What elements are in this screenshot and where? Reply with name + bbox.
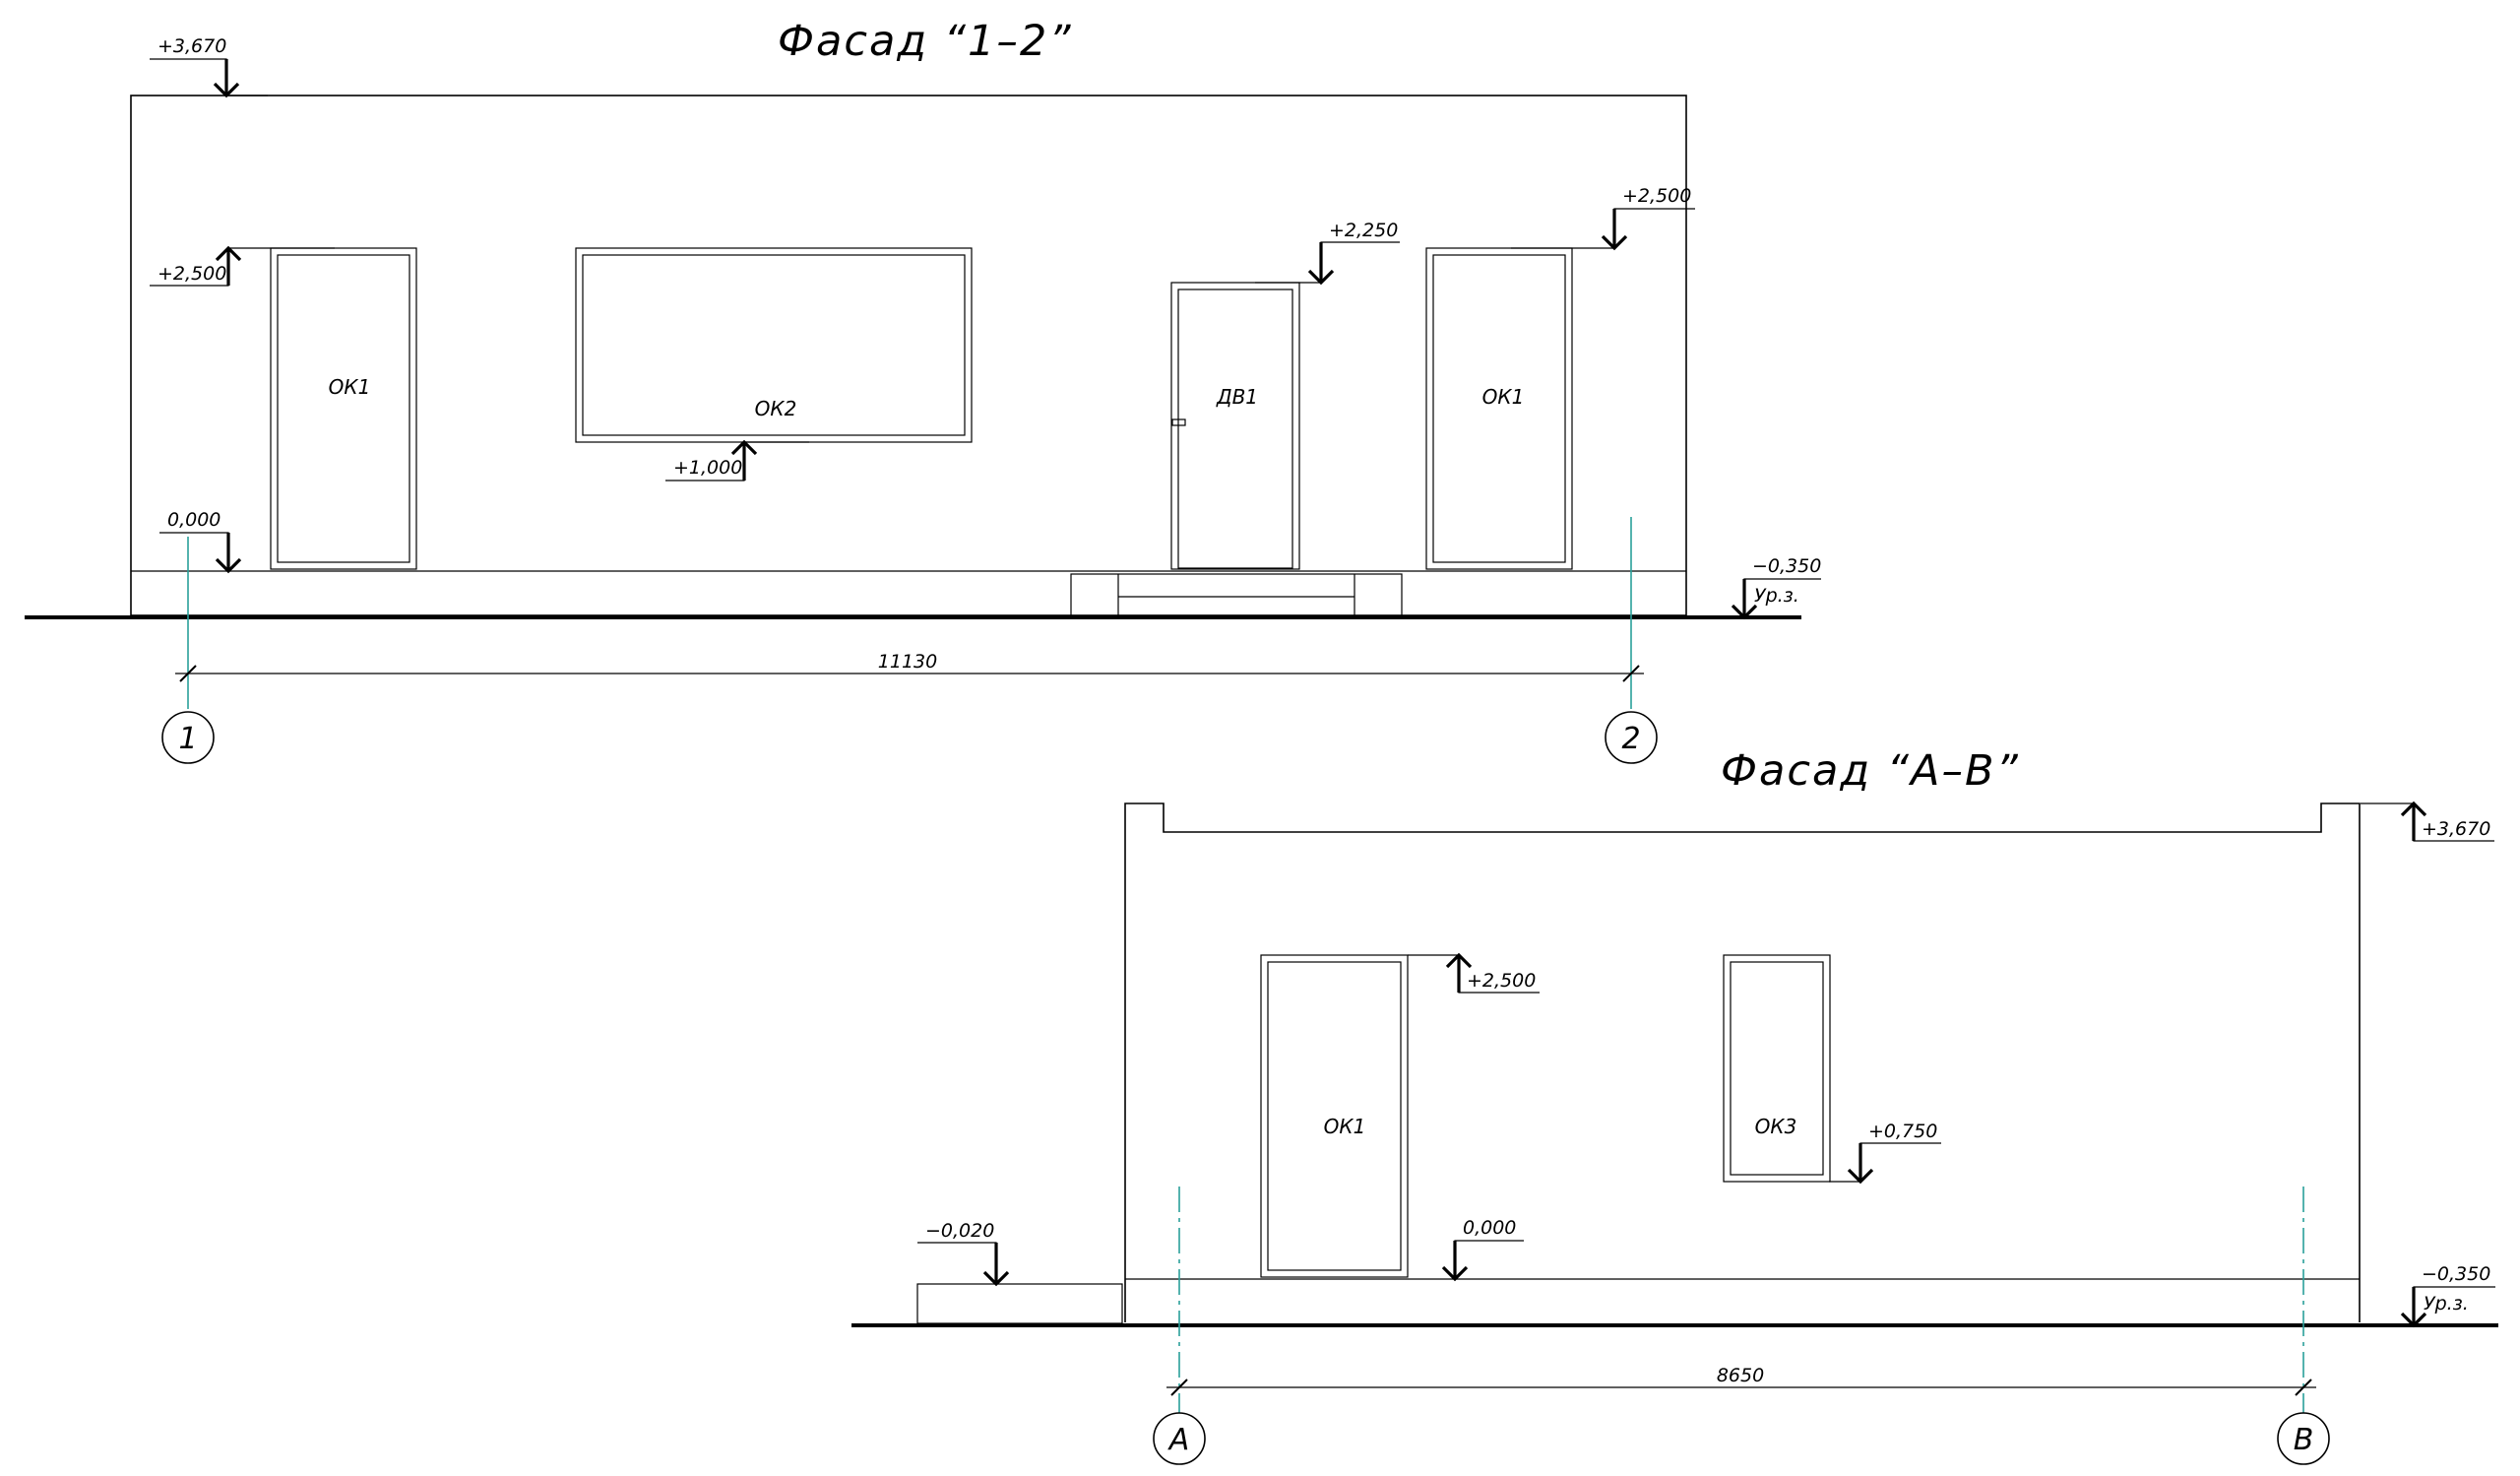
facade-a-v-window-ok3: ОК3 bbox=[1723, 954, 1831, 1183]
svg-text:В: В bbox=[2294, 1423, 2314, 1457]
facade-a-v: Фасад “А–В” ОК1 ОК3 +3,670 bbox=[851, 746, 2498, 1465]
svg-text:+3,670: +3,670 bbox=[158, 35, 226, 57]
facade-1-2-window-ok2: ОК2 bbox=[575, 247, 973, 443]
level-mark-floor: 0,000 bbox=[159, 509, 242, 574]
svg-text:0,000: 0,000 bbox=[1463, 1217, 1516, 1239]
facade-a-v-dimension: 8650 bbox=[1166, 1365, 2316, 1396]
facade-1-2-entrance-steps bbox=[1070, 573, 1403, 618]
axis-marker-1: 1 bbox=[161, 711, 215, 764]
facade-a-v-wall-outline bbox=[1124, 802, 2361, 1322]
svg-text:1: 1 bbox=[178, 722, 197, 756]
svg-text:2: 2 bbox=[1621, 722, 1640, 756]
svg-text:11130: 11130 bbox=[878, 651, 937, 673]
svg-text:+2,500: +2,500 bbox=[1622, 185, 1691, 207]
level-mark-step-av: −0,020 bbox=[917, 1220, 1010, 1287]
dv1-label: ДВ1 bbox=[1216, 385, 1258, 409]
svg-text:+2,500: +2,500 bbox=[158, 263, 226, 285]
facade-1-2-window-ok1-left: ОК1 bbox=[270, 247, 417, 570]
svg-text:+3,670: +3,670 bbox=[2422, 818, 2490, 840]
svg-text:Ур.з.: Ур.з. bbox=[2424, 1293, 2469, 1315]
axis-marker-a: А bbox=[1153, 1412, 1206, 1465]
level-mark-ground-av: −0,350 Ур.з. bbox=[2400, 1263, 2495, 1328]
svg-text:А: А bbox=[1167, 1423, 1190, 1457]
svg-text:−0,020: −0,020 bbox=[925, 1220, 994, 1242]
svg-text:ОК3: ОК3 bbox=[1755, 1115, 1797, 1138]
svg-text:−0,350: −0,350 bbox=[1752, 555, 1821, 577]
svg-text:0,000: 0,000 bbox=[167, 509, 220, 531]
facade-1-2-wall-outline bbox=[130, 95, 1687, 616]
level-mark-window-sill-av: +0,750 bbox=[1829, 1121, 1941, 1185]
svg-text:+1,000: +1,000 bbox=[673, 457, 742, 479]
level-mark-window-top: +2,500 bbox=[150, 245, 335, 287]
level-mark-window-top-av: +2,500 bbox=[1408, 952, 1540, 994]
level-mark-floor-av: 0,000 bbox=[1441, 1217, 1524, 1282]
facade-1-2: Фасад “1–2” ОК1 ОК2 ДВ1 ОК1 bbox=[25, 17, 1821, 764]
svg-text:+0,750: +0,750 bbox=[1868, 1121, 1937, 1142]
level-mark-window-top-right: +2,500 bbox=[1511, 185, 1695, 251]
facade-a-v-title: Фасад “А–В” bbox=[1721, 746, 2020, 796]
level-mark-top: +3,670 bbox=[150, 35, 268, 98]
axis-marker-v: В bbox=[2277, 1412, 2330, 1465]
facade-1-2-door-dv1: ДВ1 bbox=[1170, 282, 1300, 570]
facade-1-2-title: Фасад “1–2” bbox=[778, 17, 1073, 66]
level-mark-ground: −0,350 Ур.з. bbox=[1731, 555, 1821, 620]
level-mark-door-top: +2,250 bbox=[1255, 220, 1400, 286]
axis-marker-2: 2 bbox=[1605, 711, 1658, 764]
facade-1-2-dimension: 11130 bbox=[175, 651, 1644, 682]
level-mark-window-sill: +1,000 bbox=[665, 439, 809, 481]
svg-text:8650: 8650 bbox=[1717, 1365, 1764, 1386]
svg-text:+2,500: +2,500 bbox=[1467, 970, 1536, 992]
ok1-right-label: ОК1 bbox=[1482, 385, 1525, 409]
ok1-left-label: ОК1 bbox=[329, 375, 371, 399]
facade-a-v-entrance-step bbox=[916, 1283, 1123, 1324]
svg-text:−0,350: −0,350 bbox=[2422, 1263, 2490, 1285]
svg-text:Ур.з.: Ур.з. bbox=[1754, 585, 1799, 607]
level-mark-top-av: +3,670 bbox=[2361, 801, 2494, 842]
svg-text:ОК1: ОК1 bbox=[1324, 1115, 1366, 1138]
svg-text:+2,250: +2,250 bbox=[1329, 220, 1398, 241]
facade-1-2-window-ok1-right: ОК1 bbox=[1425, 247, 1573, 570]
ok2-label: ОК2 bbox=[755, 397, 797, 420]
facade-a-v-window-ok1: ОК1 bbox=[1260, 954, 1409, 1278]
